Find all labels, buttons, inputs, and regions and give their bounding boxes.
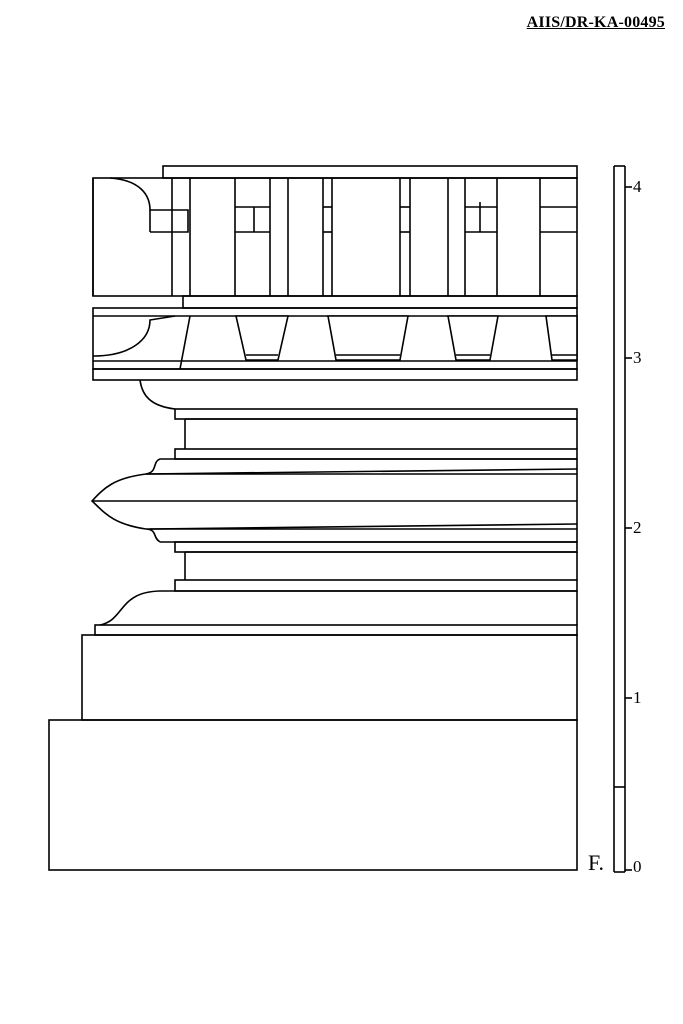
scale-label-3: 3 — [633, 348, 642, 367]
reference-id-label: AIIS/DR-KA-00495 — [526, 14, 665, 31]
lower-cyma-moulding — [99, 579, 578, 626]
plinth-fillet — [94, 624, 578, 636]
middle-band — [174, 541, 578, 580]
scale-label-2: 2 — [633, 518, 642, 537]
cornice-block — [92, 165, 578, 297]
dentil-course — [92, 307, 578, 370]
torus-moulding — [90, 458, 578, 543]
scale-label-0: 0 — [633, 857, 642, 876]
upper-plinth-block — [81, 634, 578, 721]
scale-label-1: 1 — [633, 688, 642, 707]
lower-plinth-block — [48, 719, 578, 871]
scale-label-4: 4 — [633, 177, 642, 196]
section-label: F. — [588, 850, 604, 875]
plinth — [48, 624, 578, 871]
scale-bar: 0 1 2 3 4 — [613, 165, 642, 876]
upper-cyma-moulding — [92, 368, 578, 410]
upper-band — [174, 408, 578, 460]
cornice-fillets — [182, 295, 578, 309]
